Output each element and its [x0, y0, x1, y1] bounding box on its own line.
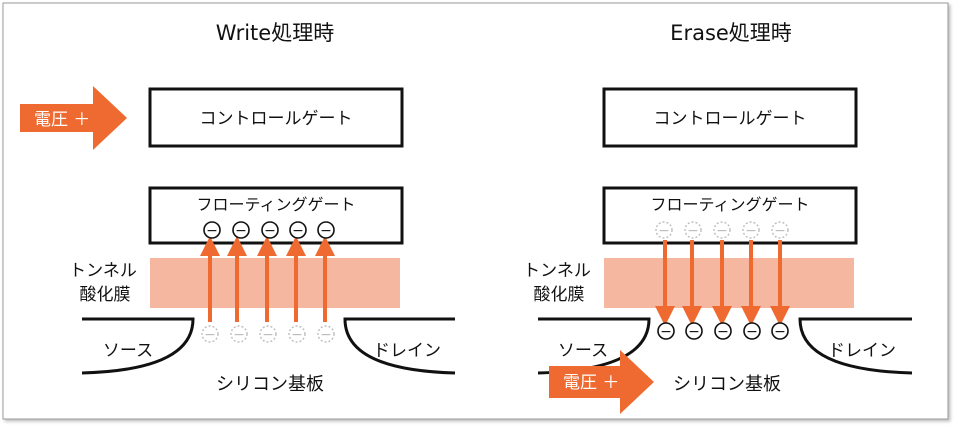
write-gate-electron: −	[289, 221, 307, 239]
write-oxide-label-line2: 酸化膜	[80, 285, 131, 305]
write-tunnel-oxide	[150, 258, 400, 308]
write-channel-ghost-electron: −	[317, 325, 335, 343]
erase-floating-gate-label: フローティングゲート	[650, 195, 809, 214]
svg-text:−: −	[320, 223, 332, 239]
write-gate-electron: −	[203, 221, 221, 239]
write-channel-ghost-electron: −	[201, 325, 219, 343]
write-substrate-label: シリコン基板	[216, 374, 324, 395]
write-drain-boundary	[343, 317, 456, 375]
erase-gate-ghost-electron: −	[655, 221, 673, 239]
svg-text:−: −	[746, 324, 758, 340]
write-control-gate-box	[148, 87, 404, 148]
erase-drain-label: ドレイン	[828, 341, 896, 361]
write-gate-electron: −	[261, 221, 279, 239]
svg-text:−: −	[774, 324, 786, 340]
svg-text:−: −	[745, 223, 757, 239]
svg-text:−: −	[688, 324, 700, 340]
erase-control-gate-box	[602, 87, 858, 148]
svg-text:−: −	[292, 223, 304, 239]
erase-channel-electron: −	[743, 322, 761, 340]
write-oxide-label-line1: トンネル	[69, 261, 137, 281]
svg-text:−: −	[658, 223, 670, 239]
write-channel-ghost-electron: −	[288, 325, 306, 343]
svg-text:−: −	[291, 327, 303, 343]
svg-text:−: −	[320, 327, 332, 343]
erase-gate-ghost-electron: −	[684, 221, 702, 239]
write-gate-electron: −	[317, 221, 335, 239]
write-control-gate-label: コントロールゲート	[200, 109, 353, 129]
svg-text:−: −	[233, 327, 245, 343]
write-electron-group: − − − − − − − − − −	[200, 221, 335, 343]
erase-source-label: ソース	[558, 341, 608, 361]
erase-voltage-arrow: 電圧 ＋	[549, 350, 654, 414]
write-source-label: ソース	[103, 341, 153, 361]
svg-text:−: −	[660, 324, 672, 340]
write-voltage-label: 電圧 ＋	[34, 110, 90, 130]
erase-gate-ghost-electron: −	[742, 221, 760, 239]
erase-gate-ghost-electron: −	[713, 221, 731, 239]
erase-title: Erase処理時	[670, 21, 792, 45]
erase-oxide-label-line1: トンネル	[523, 261, 591, 281]
erase-panel: Erase処理時 コントロールゲート フローティングゲート トンネル 酸化膜 ソ…	[523, 21, 913, 414]
svg-text:−: −	[235, 223, 247, 239]
erase-electron-group: − − − − − − − − − −	[655, 221, 790, 340]
write-source-boundary	[81, 317, 195, 375]
write-panel: Write処理時 電圧 ＋ コントロールゲート フローティングゲート トンネル …	[20, 21, 456, 395]
erase-voltage-label: 電圧 ＋	[563, 373, 619, 393]
erase-drain-boundary	[798, 317, 913, 375]
write-channel-ghost-electron: −	[230, 325, 248, 343]
erase-channel-electron: −	[714, 322, 732, 340]
svg-text:−: −	[264, 223, 276, 239]
write-voltage-arrow-shape	[20, 86, 127, 150]
erase-channel-electron: −	[657, 322, 675, 340]
svg-text:−: −	[204, 327, 216, 343]
erase-channel-electron: −	[771, 322, 789, 340]
erase-voltage-arrow-shape	[549, 350, 654, 414]
svg-text:−: −	[717, 324, 729, 340]
write-title: Write処理時	[216, 21, 334, 45]
svg-text:−: −	[687, 223, 699, 239]
erase-tunnel-oxide	[604, 258, 854, 308]
write-gate-electron: −	[232, 221, 250, 239]
write-drain-label: ドレイン	[373, 341, 441, 361]
erase-floating-gate-box	[602, 186, 858, 245]
write-floating-gate-label: フローティングゲート	[196, 195, 355, 214]
write-voltage-arrow: 電圧 ＋	[20, 86, 127, 150]
write-channel-ghost-electron: −	[259, 325, 277, 343]
svg-text:−: −	[716, 223, 728, 239]
erase-oxide-label-line2: 酸化膜	[534, 285, 585, 305]
erase-gate-ghost-electron: −	[771, 221, 789, 239]
erase-substrate-label: シリコン基板	[673, 374, 781, 395]
svg-text:−: −	[206, 223, 218, 239]
svg-text:−: −	[262, 327, 274, 343]
erase-control-gate-label: コントロールゲート	[654, 109, 807, 129]
svg-text:−: −	[774, 223, 786, 239]
erase-channel-electron: −	[685, 322, 703, 340]
